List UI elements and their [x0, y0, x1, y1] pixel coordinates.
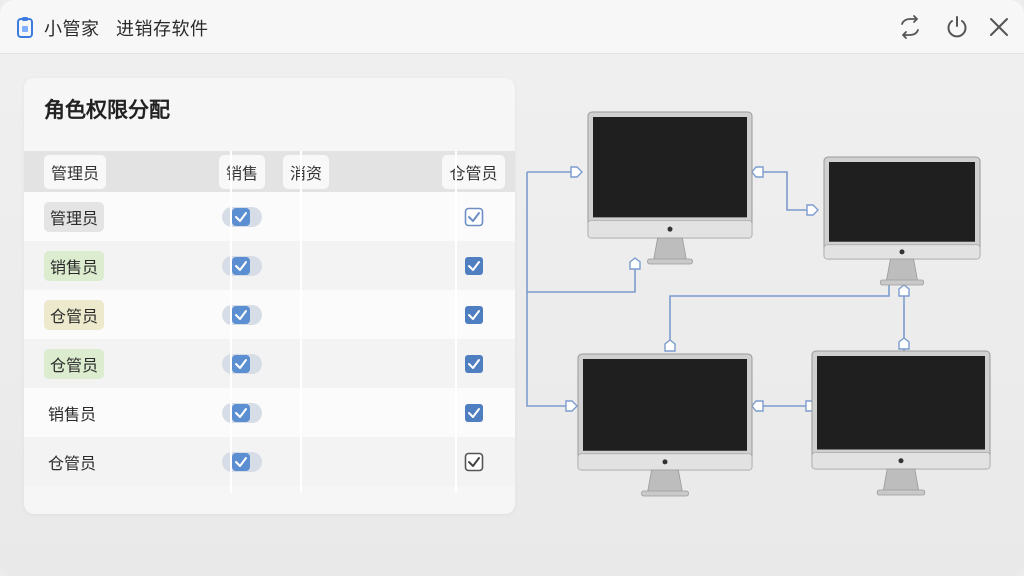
checkbox-checked-icon[interactable]: [464, 452, 484, 472]
role-tag: 销售员: [48, 404, 97, 424]
toggle-knob: [232, 452, 250, 471]
table-header: 管理员 销售 消资 仓管员: [24, 151, 515, 192]
monitor-screen: [593, 117, 747, 218]
connector-line: [526, 172, 570, 407]
toggle-knob: [232, 256, 250, 275]
check-icon: [235, 358, 247, 369]
monitor-stand: [653, 237, 687, 261]
checkbox-checked-icon[interactable]: [464, 305, 484, 325]
monitor-base: [647, 258, 693, 265]
monitor-logo: [667, 226, 673, 232]
monitor-stand: [885, 258, 919, 282]
monitor-bottom-right: [811, 350, 991, 496]
monitor-logo: [899, 249, 905, 255]
connector-cap: [565, 400, 578, 412]
sales-permission-toggle[interactable]: [222, 353, 262, 374]
connector-cap: [751, 400, 764, 412]
table-row: 仓管员: [24, 437, 515, 486]
sales-permission-toggle[interactable]: [222, 304, 262, 325]
toggle-knob: [232, 403, 250, 422]
column-divider: [230, 151, 232, 493]
connector-cap: [898, 284, 910, 297]
check-icon: [235, 309, 247, 320]
connector-line: [527, 260, 636, 293]
panel-title: 角色权限分配: [44, 98, 170, 122]
title-bar: 小管家 进销存软件: [0, 0, 1024, 54]
toggle-knob: [232, 354, 250, 373]
monitor-base: [641, 490, 689, 497]
connector-cap: [806, 204, 819, 216]
role-permission-panel: 角色权限分配 管理员 销售 消资 仓管员 管理员销售员仓管员仓管员销售员仓管员: [24, 78, 515, 514]
checkbox-checked-icon[interactable]: [464, 403, 484, 423]
sales-permission-toggle[interactable]: [222, 255, 262, 276]
network-diagram: [515, 60, 1024, 576]
monitor-stand: [882, 468, 920, 492]
table-row: 管理员: [24, 192, 515, 241]
connector-cap: [629, 257, 641, 270]
monitor-logo: [662, 459, 668, 465]
monitor-bottom-left: [577, 353, 753, 497]
checkbox-checked-icon[interactable]: [464, 354, 484, 374]
monitor-top-left: [587, 111, 753, 265]
toggle-knob: [232, 207, 250, 226]
connector-line: [669, 278, 890, 350]
check-icon: [235, 260, 247, 271]
connector-line: [752, 171, 815, 211]
table-row: 仓管员: [24, 339, 515, 388]
monitor-base: [876, 489, 926, 496]
monitor-base: [879, 279, 924, 286]
network-diagram-svg: [526, 111, 991, 497]
role-tag: 管理员: [44, 201, 105, 232]
app-name: 小管家: [44, 19, 100, 40]
column-header-consume[interactable]: 消资: [283, 154, 330, 189]
monitor-logo: [898, 458, 904, 464]
monitor-top-right: [823, 156, 981, 286]
column-header-sales[interactable]: 销售: [218, 154, 265, 189]
connector-cap: [898, 337, 910, 350]
sales-permission-toggle[interactable]: [222, 402, 262, 423]
monitor-stand: [647, 469, 683, 493]
monitor-screen: [829, 162, 975, 242]
clipboard-icon: [17, 17, 33, 38]
column-header-admin[interactable]: 管理员: [44, 154, 107, 189]
sync-icon[interactable]: [897, 14, 923, 40]
connector-cap: [570, 166, 583, 178]
table-row: 仓管员: [24, 290, 515, 339]
check-icon: [235, 456, 247, 467]
check-icon: [235, 211, 247, 222]
toggle-knob: [232, 305, 250, 324]
sales-permission-toggle[interactable]: [222, 451, 262, 472]
table-row: 销售员: [24, 241, 515, 290]
role-tag: 仓管员: [48, 453, 97, 473]
connector-cap: [751, 166, 764, 178]
monitor-screen: [583, 359, 747, 451]
column-divider: [455, 151, 457, 493]
connector-cap: [664, 339, 676, 352]
role-tag: 仓管员: [44, 299, 105, 330]
power-icon[interactable]: [944, 14, 970, 40]
close-icon[interactable]: [986, 14, 1012, 40]
sales-permission-toggle[interactable]: [222, 206, 262, 227]
table-row: 销售员: [24, 388, 515, 437]
role-tag: 仓管员: [44, 348, 105, 379]
role-tag: 销售员: [44, 250, 105, 281]
check-icon: [235, 407, 247, 418]
monitor-screen: [817, 356, 985, 450]
column-header-warehouse[interactable]: 仓管员: [442, 154, 505, 189]
checkbox-checked-icon[interactable]: [464, 207, 484, 227]
checkbox-checked-icon[interactable]: [464, 256, 484, 276]
app-subtitle: 进销存软件: [116, 19, 209, 40]
column-divider: [300, 151, 302, 493]
